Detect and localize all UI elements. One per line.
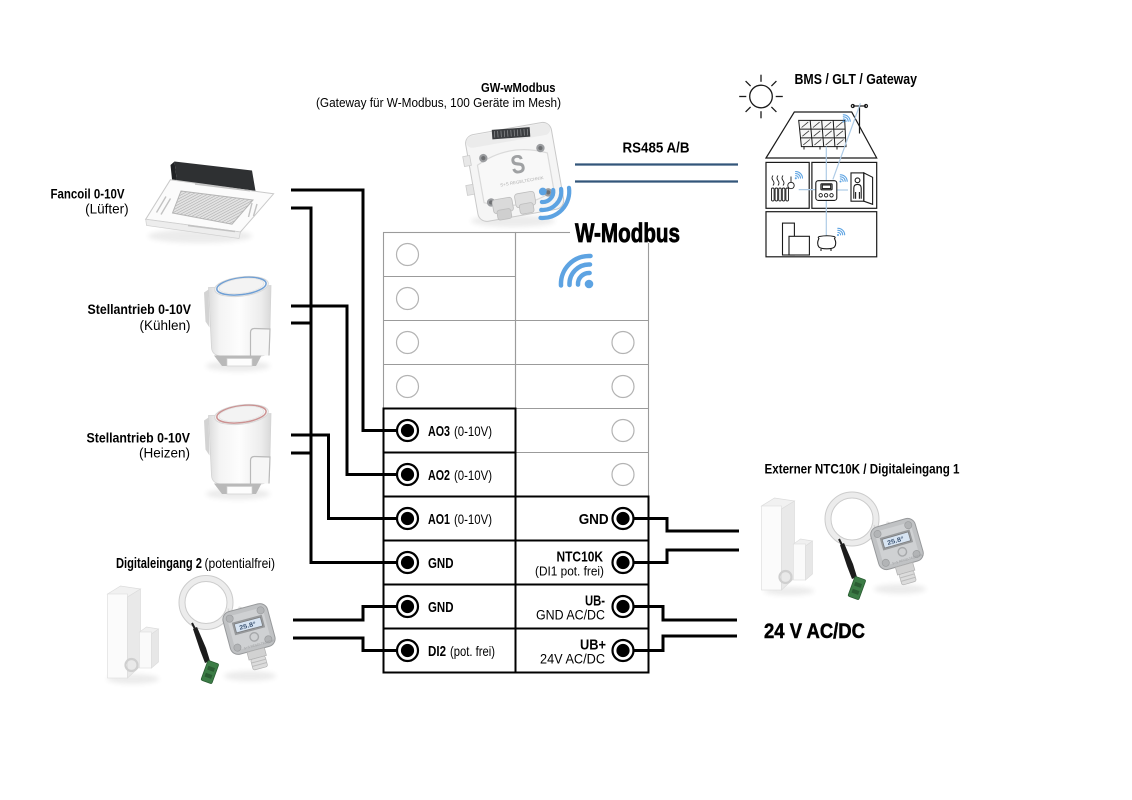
svg-text:RS485 A/B: RS485 A/B: [623, 140, 690, 156]
svg-text:24V AC/DC: 24V AC/DC: [540, 652, 605, 667]
svg-text:Fancoil 0-10V: Fancoil 0-10V: [51, 186, 126, 202]
svg-text:(Gateway für W-Modbus, 100 Ger: (Gateway für W-Modbus, 100 Geräte im Mes…: [316, 95, 561, 110]
svg-text:(DI1 pot. frei): (DI1 pot. frei): [535, 564, 604, 579]
svg-text:GND: GND: [428, 555, 454, 572]
svg-text:AO3: AO3: [428, 423, 450, 440]
svg-text:GND AC/DC: GND AC/DC: [536, 608, 605, 623]
svg-text:DI2: DI2: [428, 643, 446, 660]
svg-text:24 V AC/DC: 24 V AC/DC: [764, 620, 865, 643]
svg-text:W-Modbus: W-Modbus: [575, 218, 680, 248]
svg-text:AO2: AO2: [428, 467, 450, 484]
svg-text:UB-: UB-: [585, 593, 605, 610]
svg-text:25.8°: 25.8°: [239, 620, 258, 631]
svg-text:BMS / GLT / Gateway: BMS / GLT / Gateway: [795, 72, 918, 88]
svg-text:(Kühlen): (Kühlen): [139, 318, 190, 333]
svg-text:Digitaleingang 2: Digitaleingang 2: [116, 556, 202, 572]
svg-text:(pot. frei): (pot. frei): [450, 643, 495, 659]
svg-text:AO1: AO1: [428, 511, 450, 528]
svg-text:Stellantrieb 0-10V: Stellantrieb 0-10V: [87, 430, 191, 446]
svg-text:(Lüfter): (Lüfter): [85, 202, 129, 217]
svg-text:Externer NTC10K / Digitaleinga: Externer NTC10K / Digitaleingang 1: [765, 461, 960, 477]
svg-text:S: S: [508, 148, 527, 180]
svg-text:25.8°: 25.8°: [887, 535, 906, 547]
svg-text:GND: GND: [579, 511, 609, 528]
svg-text:UB+: UB+: [580, 637, 606, 654]
svg-text:(0-10V): (0-10V): [454, 511, 492, 527]
svg-text:Stellantrieb 0-10V: Stellantrieb 0-10V: [88, 301, 192, 317]
svg-text:GW-wModbus: GW-wModbus: [481, 80, 556, 95]
svg-text:(Heizen): (Heizen): [139, 446, 190, 461]
svg-text:(potentialfrei): (potentialfrei): [205, 555, 276, 571]
svg-text:GND: GND: [428, 599, 454, 616]
svg-text:(0-10V): (0-10V): [454, 467, 492, 483]
svg-text:NTC10K: NTC10K: [557, 549, 604, 566]
svg-text:(0-10V): (0-10V): [454, 423, 492, 439]
